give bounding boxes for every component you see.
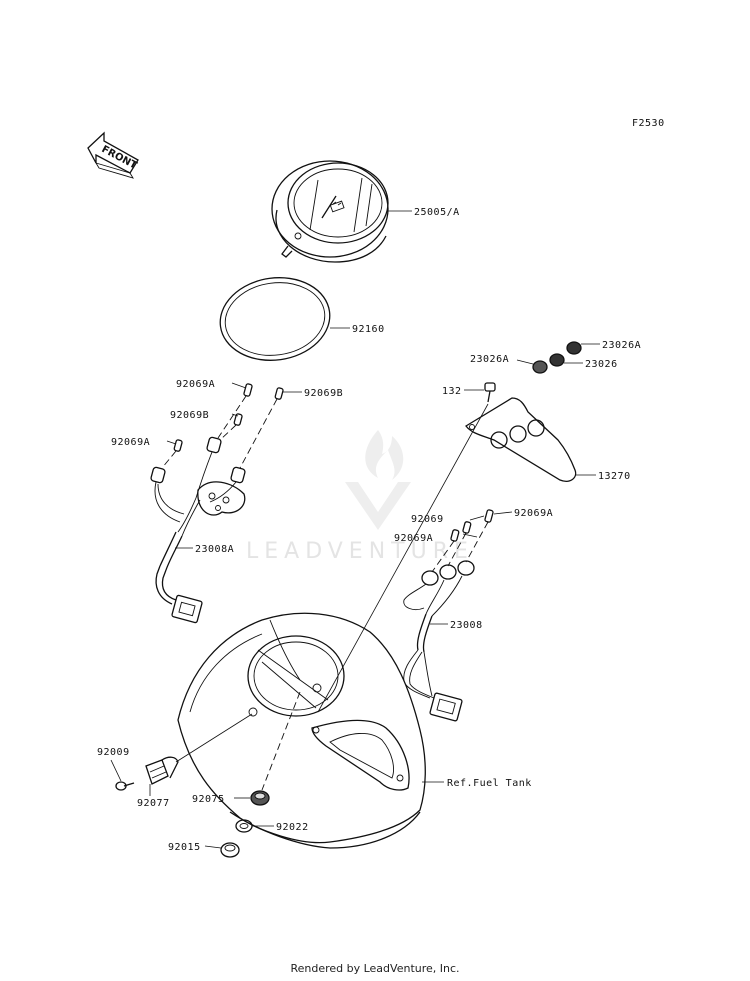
callout-ring: 92160	[352, 324, 385, 335]
indicator-caps	[516, 341, 600, 374]
right-harness	[403, 509, 513, 722]
bolt-leader-line	[317, 403, 489, 713]
switch-assembly	[110, 756, 179, 796]
callout-bracket: 13270	[598, 471, 631, 482]
callout-harness-right: 23008	[450, 620, 483, 631]
callout-grommet: 92075	[192, 794, 225, 805]
callout-lamp-left-3: 92069A	[111, 437, 150, 448]
dash-cover	[177, 612, 444, 849]
callout-washer: 92022	[276, 822, 309, 833]
footer-credit: Rendered by LeadVenture, Inc.	[290, 962, 460, 975]
callout-cap-3: 23026	[585, 359, 618, 370]
watermark-text: LEADVENTURE	[246, 539, 474, 564]
meter-assembly	[271, 160, 412, 263]
callout-lamp-right-3: 92069A	[514, 508, 553, 519]
bolt	[464, 382, 496, 403]
grommet	[234, 790, 270, 806]
callout-meter: 25005/A	[414, 207, 460, 218]
left-harness	[150, 382, 302, 624]
ring-gasket	[219, 277, 350, 361]
callout-cap-2: 23026A	[470, 354, 509, 365]
callout-cap-1: 23026A	[602, 340, 641, 351]
callout-fuel-tank: Ref.Fuel Tank	[447, 778, 532, 789]
switch-leader-line	[175, 713, 253, 763]
callout-lamp-left-2: 92069B	[170, 410, 209, 421]
callout-nut: 92015	[168, 842, 201, 853]
indicator-bracket	[465, 397, 596, 482]
front-arrow-icon: FRONT	[87, 131, 139, 179]
washer	[235, 819, 274, 833]
nut	[204, 842, 240, 858]
figure-code: F2530	[632, 118, 665, 129]
callout-lamp-left-1: 92069A	[176, 379, 215, 390]
callout-screw: 92009	[97, 747, 130, 758]
callout-lamp-right-1: 92069	[411, 514, 444, 525]
callout-lamp-left-4: 92069B	[304, 388, 343, 399]
callout-harness-left: 23008A	[195, 544, 234, 555]
watermark: LEADVENTURE	[246, 430, 474, 564]
grommet-dash-line	[261, 691, 301, 791]
callout-bolt: 132	[442, 386, 462, 397]
callout-switch: 92077	[137, 798, 170, 809]
